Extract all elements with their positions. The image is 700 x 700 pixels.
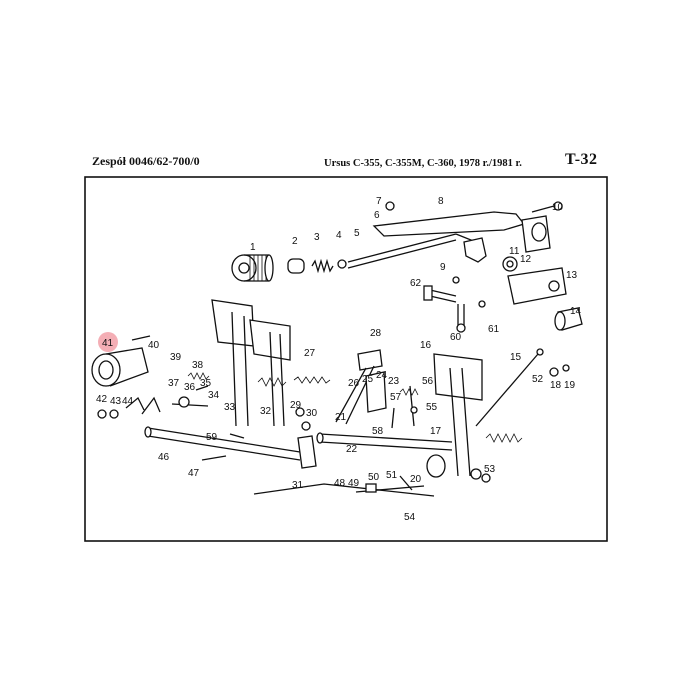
- callout-13: 13: [566, 270, 578, 281]
- callout-33: 33: [224, 402, 236, 413]
- callout-19: 19: [564, 380, 576, 391]
- left-pedal-group: [91, 299, 435, 497]
- callout-23: 23: [388, 376, 400, 387]
- callout-9: 9: [440, 262, 446, 273]
- callout-3: 3: [314, 232, 320, 243]
- callout-4: 4: [336, 230, 342, 241]
- callout-28: 28: [370, 328, 382, 339]
- callout-41-highlight: [98, 332, 118, 352]
- callout-55: 55: [426, 402, 438, 413]
- callout-53: 53: [484, 464, 496, 475]
- callout-25: 25: [362, 374, 374, 385]
- callout-29: 29: [290, 400, 302, 411]
- callout-18: 18: [550, 380, 562, 391]
- callout-36: 36: [184, 382, 196, 393]
- callout-20: 20: [410, 474, 422, 485]
- diagram-border: [84, 176, 608, 542]
- callout-50: 50: [368, 472, 380, 483]
- callout-42: 42: [96, 394, 108, 405]
- callout-61: 61: [488, 324, 500, 335]
- callout-31: 31: [292, 480, 304, 491]
- callout-5: 5: [354, 228, 360, 239]
- callout-44: 44: [122, 396, 134, 407]
- callout-57: 57: [390, 392, 402, 403]
- callout-62: 62: [410, 278, 422, 289]
- callout-49: 49: [348, 478, 360, 489]
- callout-32: 32: [260, 406, 272, 417]
- callout-34: 34: [208, 390, 220, 401]
- callout-59: 59: [206, 432, 218, 443]
- callout-8: 8: [438, 196, 444, 207]
- callout-1: 1: [250, 242, 256, 253]
- assembly-number: Zespół 0046/62-700/0: [92, 154, 200, 168]
- exploded-parts-diagram: 1 2 3 4 5 6 7 8 9 10 11 12 13 14 15 16 1…: [84, 176, 608, 542]
- callout-14: 14: [570, 306, 582, 317]
- right-pedal-group: [316, 348, 570, 493]
- callout-54: 54: [404, 512, 416, 523]
- callout-7: 7: [376, 196, 382, 207]
- callout-17: 17: [430, 426, 442, 437]
- callout-47: 47: [188, 468, 200, 479]
- tractor-models: Ursus C-355, C-355M, C-360, 1978 r./1981…: [324, 158, 522, 169]
- callout-46: 46: [158, 452, 170, 463]
- callout-52: 52: [532, 374, 544, 385]
- callout-22: 22: [346, 444, 358, 455]
- callout-2: 2: [292, 236, 298, 247]
- callout-21: 21: [335, 412, 347, 423]
- callout-37: 37: [168, 378, 180, 389]
- sheet-number: T-32: [565, 151, 598, 168]
- callout-11: 11: [509, 246, 520, 257]
- callout-41: 41: [102, 338, 114, 349]
- callout-60: 60: [450, 332, 462, 343]
- callout-16: 16: [420, 340, 432, 351]
- callout-12: 12: [520, 254, 532, 265]
- callout-15: 15: [510, 352, 522, 363]
- callout-51: 51: [386, 470, 398, 481]
- callout-38: 38: [192, 360, 204, 371]
- callout-56: 56: [422, 376, 434, 387]
- callout-6: 6: [374, 210, 380, 221]
- cable-assembly: [231, 201, 583, 333]
- callout-39: 39: [170, 352, 182, 363]
- callout-numbers: 1 2 3 4 5 6 7 8 9 10 11 12 13 14 15 16 1…: [96, 196, 582, 523]
- callout-48: 48: [334, 478, 346, 489]
- callout-30: 30: [306, 408, 318, 419]
- callout-35: 35: [200, 378, 212, 389]
- callout-24: 24: [376, 370, 388, 381]
- callout-10: 10: [552, 202, 564, 213]
- callout-40: 40: [148, 340, 160, 351]
- callout-26: 26: [348, 378, 360, 389]
- callout-43: 43: [110, 396, 122, 407]
- callout-27: 27: [304, 348, 316, 359]
- callout-58: 58: [372, 426, 384, 437]
